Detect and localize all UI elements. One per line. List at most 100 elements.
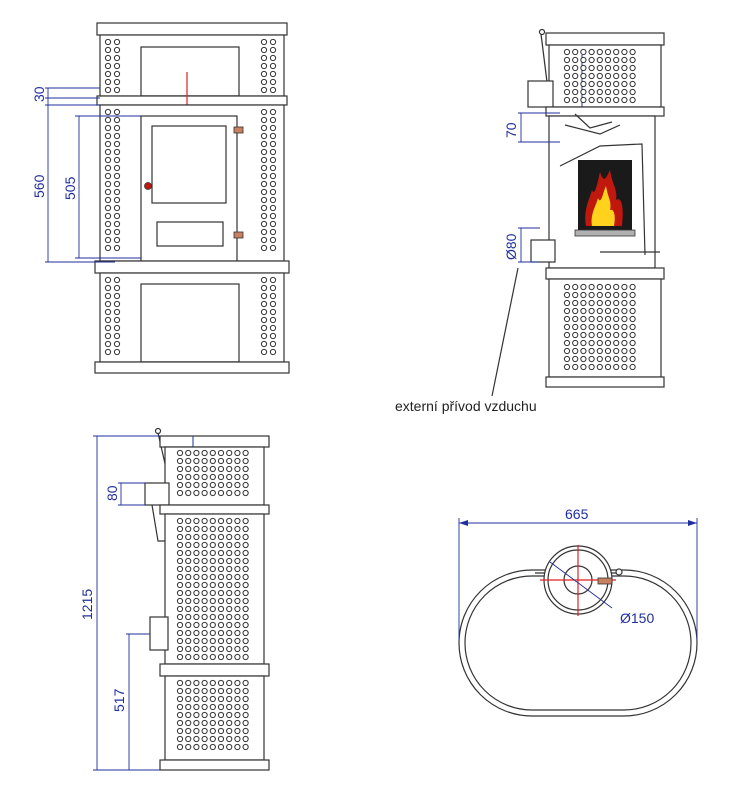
perforation-hole [209, 525, 216, 533]
perforation-hole [234, 557, 241, 565]
perforation-hole [193, 449, 200, 457]
perforation-hole [113, 300, 121, 308]
perforation-hole [104, 132, 112, 140]
perforation-hole [269, 148, 277, 156]
perforation-hole [269, 276, 277, 284]
perforation-hole [580, 283, 587, 291]
perforation-hole [193, 525, 200, 533]
perforation-hole [113, 140, 121, 148]
perforation-hole [185, 517, 192, 525]
perforation-hole [621, 323, 628, 331]
perforation-hole [209, 711, 216, 719]
perforation-hole [209, 645, 216, 653]
perforation-hole [226, 449, 233, 457]
perforation-hole [113, 316, 121, 324]
perforation-hole [596, 56, 603, 64]
perforation-hole [269, 300, 277, 308]
perforation-hole [260, 62, 268, 70]
perforation-hole [185, 573, 192, 581]
perforation-hole [193, 565, 200, 573]
perforation-hole [226, 621, 233, 629]
perforation-hole [176, 645, 184, 653]
front-side-holes-middle [104, 108, 277, 252]
perforation-hole [176, 481, 184, 489]
perforation-hole [563, 315, 571, 323]
section-smoke-path [574, 113, 613, 129]
perforation-hole [113, 124, 121, 132]
perforation-hole [209, 629, 216, 637]
perforation-hole [201, 703, 208, 711]
perforation-hole [260, 156, 268, 164]
perforation-hole [201, 465, 208, 473]
perforation-hole [193, 533, 200, 541]
perforation-hole [613, 315, 620, 323]
perforation-hole [104, 244, 112, 252]
perforation-hole [629, 80, 636, 88]
perforation-hole [113, 70, 121, 78]
perforation-hole [113, 62, 121, 70]
perforation-hole [217, 695, 225, 703]
perforation-hole [113, 244, 121, 252]
perforation-hole [201, 589, 208, 597]
perforation-hole [217, 703, 225, 711]
perforation-hole [269, 292, 277, 300]
perforation-hole [260, 172, 268, 180]
top-damper-lever [597, 577, 613, 585]
perforation-hole [572, 80, 579, 88]
perforation-hole [226, 653, 233, 661]
section-smoke-path [564, 124, 621, 135]
perforation-hole [226, 589, 233, 597]
perforation-hole [113, 308, 121, 316]
perforation-hole [193, 653, 200, 661]
perforation-hole [176, 589, 184, 597]
perforation-hole [193, 481, 200, 489]
perforation-hole [588, 64, 595, 72]
perforation-hole [242, 597, 249, 605]
perforation-hole [113, 340, 121, 348]
perforation-hole [242, 549, 249, 557]
perforation-hole [572, 363, 579, 371]
perforation-hole [604, 315, 612, 323]
perforation-hole [621, 283, 628, 291]
perforation-hole [242, 719, 249, 727]
perforation-hole [260, 148, 268, 156]
perforation-hole [242, 449, 249, 457]
perforation-hole [209, 581, 216, 589]
perforation-hole [588, 80, 595, 88]
perforation-hole [260, 108, 268, 116]
perforation-hole [613, 323, 620, 331]
perforation-hole [234, 549, 241, 557]
perforation-hole [201, 613, 208, 621]
perforation-hole [613, 347, 620, 355]
perforation-hole [604, 72, 612, 80]
perforation-hole [588, 48, 595, 56]
perforation-hole [193, 637, 200, 645]
perforation-hole [176, 703, 184, 711]
perforation-hole [242, 473, 249, 481]
perforation-hole [104, 348, 112, 356]
perforation-hole [104, 140, 112, 148]
perforation-hole [572, 88, 579, 96]
perforation-hole [572, 347, 579, 355]
perforation-hole [226, 637, 233, 645]
perforation-hole [104, 86, 112, 94]
perforation-hole [176, 719, 184, 727]
perforation-hole [217, 605, 225, 613]
perforation-hole [201, 645, 208, 653]
perforation-hole [242, 735, 249, 743]
perforation-hole [604, 80, 612, 88]
perforation-hole [613, 291, 620, 299]
perforation-hole [226, 517, 233, 525]
perforation-hole [621, 339, 628, 347]
perforation-hole [588, 363, 595, 371]
perforation-hole [209, 597, 216, 605]
perforation-hole [217, 621, 225, 629]
perforation-hole [563, 72, 571, 80]
front-side-holes-lower [104, 276, 277, 356]
perforation-hole [580, 96, 587, 104]
perforation-hole [104, 332, 112, 340]
perforation-hole [201, 629, 208, 637]
perforation-hole [185, 557, 192, 565]
perforation-hole [604, 88, 612, 96]
perforation-hole [629, 331, 636, 339]
